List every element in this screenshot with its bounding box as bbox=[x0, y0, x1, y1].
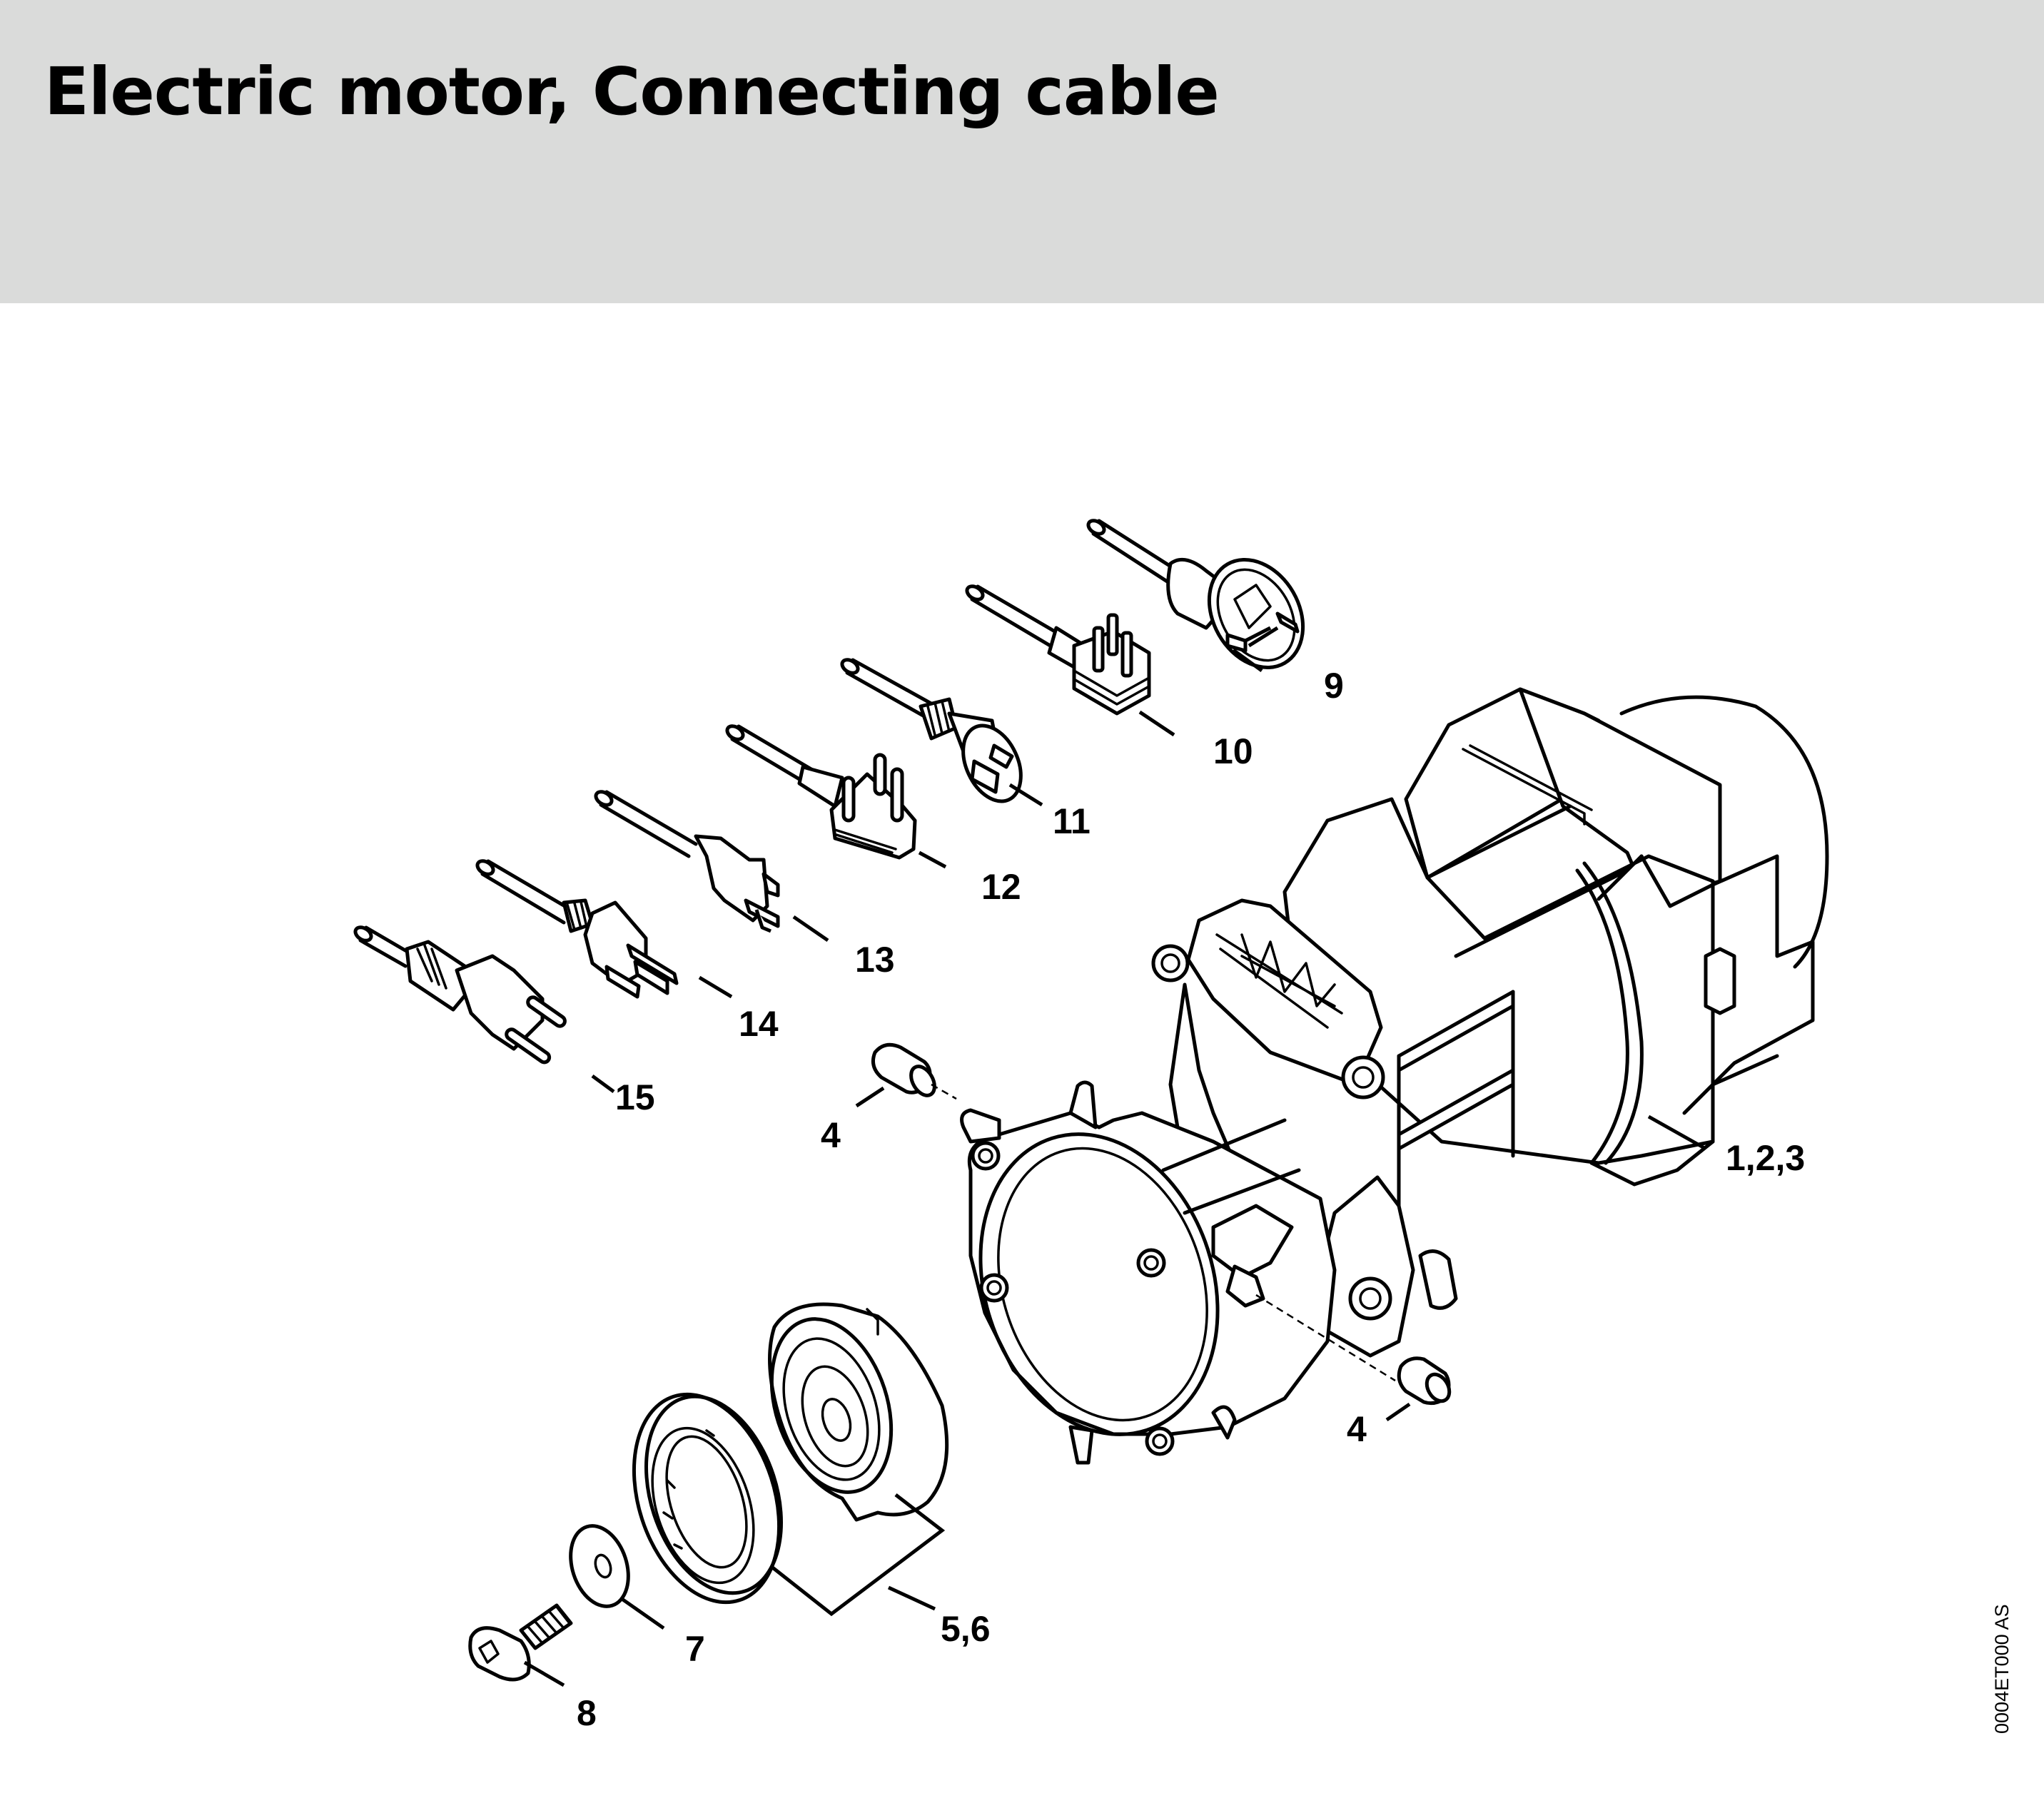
callout-7: 7 bbox=[685, 1629, 705, 1669]
plug-12[interactable] bbox=[725, 723, 947, 869]
callout-1-2-3: 1,2,3 bbox=[1726, 1138, 1805, 1178]
ball-bearing[interactable] bbox=[609, 1376, 804, 1621]
plug-10[interactable] bbox=[965, 584, 1175, 737]
callout-12: 12 bbox=[981, 867, 1021, 907]
callout-5-6: 5,6 bbox=[941, 1609, 991, 1649]
electric-motor-assembly[interactable] bbox=[943, 687, 1829, 1466]
assembly-line-4-lower bbox=[1255, 1294, 1396, 1382]
washer-7[interactable] bbox=[561, 1518, 665, 1630]
bearing-flange[interactable] bbox=[751, 1302, 949, 1522]
callout-13: 13 bbox=[855, 940, 895, 980]
sleeve-4-upper[interactable] bbox=[855, 1042, 939, 1108]
leader-5-6 bbox=[769, 1493, 946, 1617]
drawing-code: 0004ET000 AS bbox=[1991, 1604, 2013, 1734]
callout-8: 8 bbox=[577, 1693, 597, 1733]
plug-11[interactable] bbox=[840, 657, 1043, 811]
title-banner: Electric motor, Connecting cable bbox=[0, 0, 2044, 303]
plug-13[interactable] bbox=[594, 789, 829, 943]
callout-15: 15 bbox=[615, 1077, 655, 1117]
callout-4-lower: 4 bbox=[1347, 1409, 1367, 1449]
callout-9: 9 bbox=[1324, 666, 1344, 706]
callout-14: 14 bbox=[739, 1004, 779, 1044]
callout-4-upper: 4 bbox=[821, 1115, 841, 1155]
callout-10: 10 bbox=[1213, 731, 1253, 771]
callout-11: 11 bbox=[1053, 801, 1091, 841]
plug-14[interactable] bbox=[475, 858, 733, 999]
socket-screw-8[interactable] bbox=[468, 1603, 573, 1687]
page-title: Electric motor, Connecting cable bbox=[44, 54, 1220, 130]
assembly-line-4-upper bbox=[931, 1083, 957, 1100]
plug-9[interactable] bbox=[1086, 518, 1322, 684]
plug-15[interactable] bbox=[353, 925, 615, 1094]
sleeve-4-lower[interactable] bbox=[1385, 1356, 1454, 1422]
